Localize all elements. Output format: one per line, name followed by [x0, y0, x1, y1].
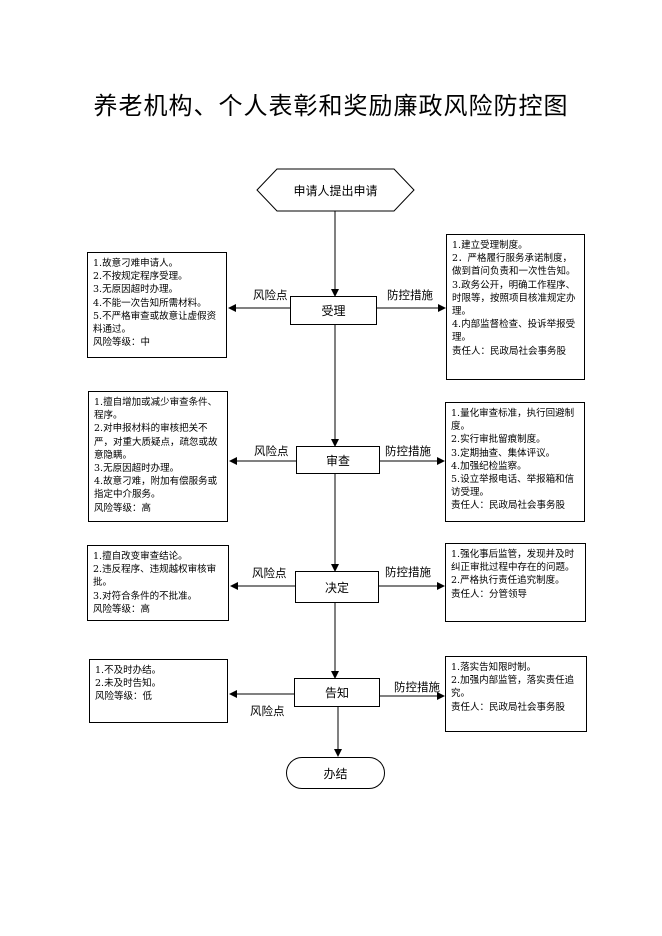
control-item: 1.落实告知限时制。 — [451, 662, 537, 673]
control-item: 4.内部监督检查、投诉举报受理。 — [452, 319, 576, 344]
page-title: 养老机构、个人表彰和奖励廉政风险防控图 — [93, 92, 569, 120]
risk-box-notify: 1.不及时办结。 2.未及时告知。 风险等级：低 — [89, 659, 228, 723]
step-review-label: 审查 — [325, 453, 350, 468]
start-node-label: 申请人提出申请 — [293, 183, 378, 198]
risk-level: 风险等级：低 — [95, 691, 153, 703]
step-review: 审查 — [296, 446, 380, 474]
risk-item: 5.不严格审查或故意让虚假资料通过。 — [93, 310, 217, 336]
risk-level: 风险等级：中 — [93, 337, 151, 349]
risk-label-notify: 风险点 — [250, 704, 285, 718]
start-node: 申请人提出申请 — [257, 169, 414, 211]
risk-item: 2.违反程序、违规越权审核审批。 — [93, 564, 217, 589]
control-item: 4.加强纪检监察。 — [451, 460, 527, 472]
control-owner: 责任人：民政局社会事务股 — [451, 500, 566, 512]
risk-item: 1.擅自增加或减少审查条件、程序。 — [94, 397, 218, 422]
control-box-decide: 1.强化事后监管，发现并及时纠正审批过程中存在的问题。 2.严格执行责任追究制度… — [445, 543, 586, 622]
risk-label-decide: 风险点 — [252, 566, 287, 580]
risk-item: 2.不按规定程序受理。 — [93, 271, 188, 283]
risk-item: 3.无原因超时办理。 — [93, 284, 179, 296]
control-label-accept: 防控措施 — [387, 288, 433, 302]
end-node: 办结 — [286, 757, 385, 789]
step-decide-label: 决定 — [324, 580, 349, 595]
step-decide: 决定 — [295, 571, 379, 603]
risk-item: 4.故意刁难，附加有偿服务或指定中介服务。 — [94, 476, 218, 501]
start-node-shape — [256, 168, 415, 212]
control-item: 2．严格履行服务承诺制度，做到首问负责和一次性告知。 — [452, 253, 576, 278]
end-node-label: 办结 — [323, 766, 348, 781]
step-accept-label: 受理 — [321, 304, 346, 318]
control-owner: 责任人：民政局社会事务股 — [451, 701, 566, 713]
risk-item: 1.擅自改变审查结论。 — [93, 551, 188, 562]
risk-level: 风险等级：高 — [94, 502, 152, 514]
risk-item: 1.故意刁难申请人。 — [93, 258, 179, 269]
step-notify: 告知 — [294, 678, 380, 707]
risk-item: 1.不及时办结。 — [95, 665, 162, 676]
risk-item: 3.无原因超时办理。 — [94, 463, 180, 475]
control-owner: 责任人：民政局社会事务股 — [452, 345, 567, 357]
risk-item: 2.对申报材料的审核把关不严，对重大质疑点，疏忽或故意隐瞒。 — [94, 423, 218, 461]
risk-box-review: 1.擅自增加或减少审查条件、程序。 2.对申报材料的审核把关不严，对重大质疑点，… — [88, 391, 228, 522]
step-notify-label: 告知 — [324, 686, 349, 700]
control-item: 1.强化事后监管，发现并及时纠正审批过程中存在的问题。 — [451, 549, 575, 574]
control-item: 3.定期抽查、集体评议。 — [451, 447, 556, 459]
risk-item: 4.不能一次告知所需材料。 — [93, 297, 207, 309]
step-accept: 受理 — [290, 296, 377, 325]
control-label-review: 防控措施 — [385, 444, 431, 458]
risk-label-accept: 风险点 — [253, 288, 288, 302]
risk-item: 2.未及时告知。 — [95, 678, 162, 690]
control-owner: 责任人：分管领导 — [451, 588, 528, 600]
control-label-decide: 防控措施 — [385, 565, 431, 579]
control-box-notify: 1.落实告知限时制。 2.加强内部监管，落实责任追究。 责任人：民政局社会事务股 — [445, 656, 587, 732]
risk-box-decide: 1.擅自改变审查结论。 2.违反程序、违规越权审核审批。 3.对符合条件的不批准… — [87, 545, 229, 621]
control-box-review: 1.量化审查标准，执行回避制度。 2.实行审批留痕制度。 3.定期抽查、集体评议… — [445, 402, 585, 522]
risk-box-accept: 1.故意刁难申请人。 2.不按规定程序受理。 3.无原因超时办理。 4.不能一次… — [87, 252, 227, 358]
control-item: 1.量化审查标准，执行回避制度。 — [451, 408, 575, 433]
control-item: 2.加强内部监管，落实责任追究。 — [451, 675, 575, 700]
control-box-accept: 1.建立受理制度。 2．严格履行服务承诺制度，做到首问负责和一次性告知。 3.政… — [446, 234, 585, 380]
control-label-notify: 防控措施 — [394, 680, 440, 694]
risk-level: 风险等级：高 — [93, 603, 151, 615]
control-item: 2.严格执行责任追究制度。 — [451, 575, 565, 587]
control-item: 1.建立受理制度。 — [452, 240, 528, 251]
control-item: 5.设立举报电话、举报箱和信访受理。 — [451, 474, 575, 499]
control-item: 3.政务公开，明确工作程序、时限等，按照项目核准规定办理。 — [452, 279, 576, 318]
risk-item: 3.对符合条件的不批准。 — [93, 590, 198, 602]
risk-label-review: 风险点 — [254, 444, 289, 458]
control-item: 2.实行审批留痕制度。 — [451, 434, 546, 446]
